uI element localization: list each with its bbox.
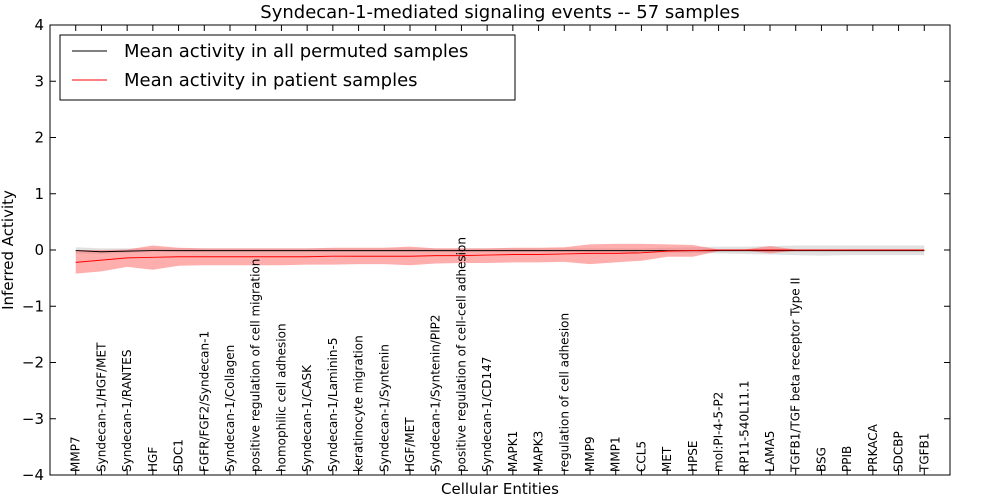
category-label: MAPK1 xyxy=(506,431,520,472)
category-label: LAMA5 xyxy=(763,431,777,472)
chart-title: Syndecan-1-mediated signaling events -- … xyxy=(260,2,739,23)
y-tick-label: −2 xyxy=(22,354,44,372)
confidence-bands xyxy=(75,243,925,274)
category-label: SDC1 xyxy=(172,439,186,472)
category-label: PRKACA xyxy=(866,423,880,472)
category-label: Syndecan-1/CASK xyxy=(300,364,314,472)
category-label: Syndecan-1/Collagen xyxy=(223,345,237,472)
category-label: MET xyxy=(660,446,674,472)
y-tick-label: −3 xyxy=(22,410,44,428)
y-axis: −4 −3 −2 −1 0 1 2 3 4 xyxy=(22,16,950,484)
category-label: FGFR/FGF2/Syndecan-1 xyxy=(197,331,211,472)
category-label: keratinocyte migration xyxy=(352,335,366,472)
x-axis-label: Cellular Entities xyxy=(441,480,559,498)
patient-band xyxy=(75,243,925,274)
category-label: positive regulation of cell migration xyxy=(249,259,263,472)
category-label: MMP9 xyxy=(583,436,597,472)
legend: Mean activity in all permuted samples Me… xyxy=(59,34,516,101)
category-label: MMP1 xyxy=(609,436,623,472)
y-axis-label: Inferred Activity xyxy=(0,190,17,310)
category-label: BSG xyxy=(814,447,828,472)
category-label: Syndecan-1/Syntenin/PIP2 xyxy=(429,314,443,472)
category-label: regulation of cell adhesion xyxy=(557,313,571,472)
category-label: TGFB1/TGF beta receptor Type II xyxy=(789,277,803,473)
category-label: HPSE xyxy=(686,441,700,472)
category-label: Syndecan-1/Syntenin xyxy=(377,344,391,472)
category-label: positive regulation of cell-cell adhesio… xyxy=(454,237,468,472)
x-axis xyxy=(75,25,925,475)
category-label: homophilic cell adhesion xyxy=(274,323,288,472)
category-label: Syndecan-1/HGF/MET xyxy=(94,342,108,472)
y-tick-label: 2 xyxy=(34,129,44,147)
legend-label-permuted: Mean activity in all permuted samples xyxy=(124,41,468,62)
category-label: CCL5 xyxy=(634,441,648,472)
category-label: HGF/MET xyxy=(403,417,417,472)
y-tick-label: 4 xyxy=(34,16,44,34)
category-label: PPIB xyxy=(840,446,854,472)
category-label: TGFB1 xyxy=(917,433,931,473)
category-label: SDCBP xyxy=(892,431,906,472)
permuted-mean-line xyxy=(75,250,925,253)
y-tick-label: 0 xyxy=(34,241,44,259)
category-label: RP11-540L11.1 xyxy=(737,381,751,472)
y-tick-label: −1 xyxy=(22,297,44,315)
y-tick-label: −4 xyxy=(22,466,44,484)
category-label: Syndecan-1/CD147 xyxy=(480,357,494,472)
category-label: HGF xyxy=(146,447,160,472)
category-label: mol:PI-4-5-P2 xyxy=(712,392,726,472)
series-lines xyxy=(75,249,925,263)
legend-box xyxy=(59,34,516,101)
category-label: MAPK3 xyxy=(532,431,546,472)
category-label: MMP7 xyxy=(69,436,83,472)
category-labels: MMP7 Syndecan-1/HGF/MET Syndecan-1/RANTES H… xyxy=(69,237,932,473)
category-label: Syndecan-1/Laminin-5 xyxy=(326,338,340,472)
y-tick-label: 3 xyxy=(34,72,44,90)
category-label: Syndecan-1/RANTES xyxy=(120,350,134,472)
patient-mean-line xyxy=(75,249,925,263)
legend-label-patient: Mean activity in patient samples xyxy=(124,70,418,91)
y-tick-label: 1 xyxy=(34,185,44,203)
